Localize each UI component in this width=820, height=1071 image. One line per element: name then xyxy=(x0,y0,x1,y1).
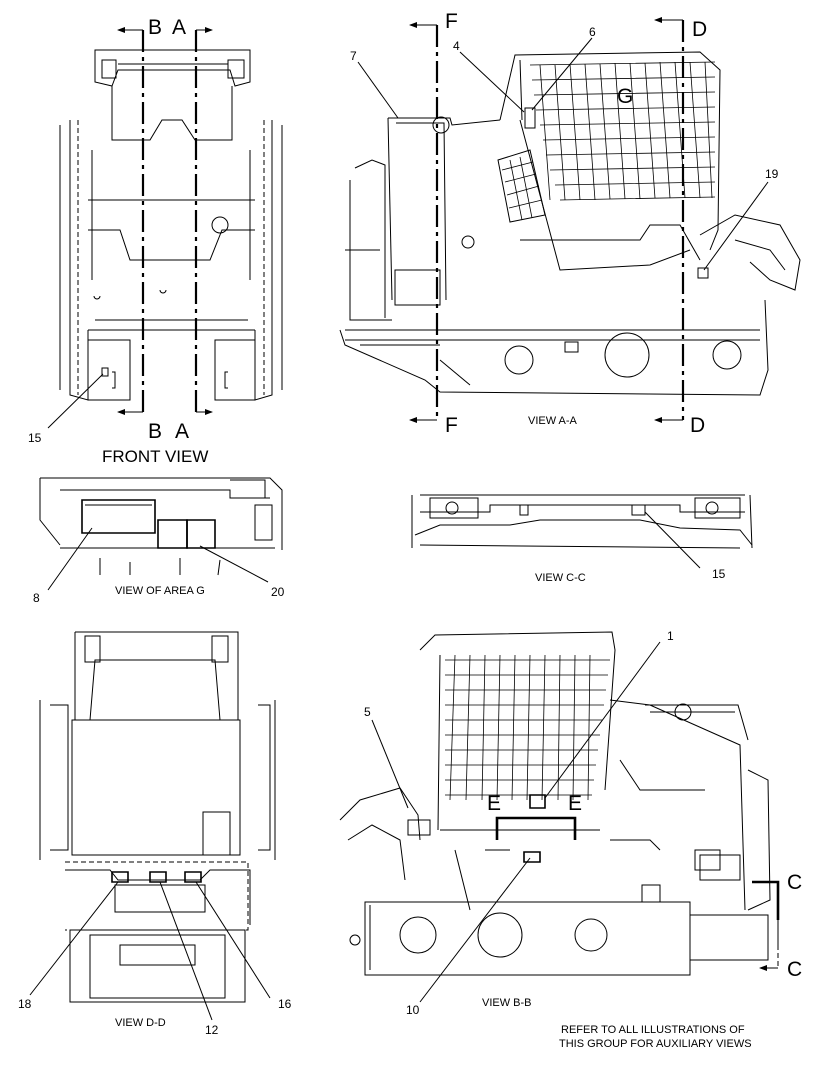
callout-15-c-c: 15 xyxy=(712,567,726,581)
section-marker-e-right: E xyxy=(568,792,582,815)
front-view-drawing xyxy=(47,27,283,429)
view-title-b-b: VIEW B-B xyxy=(482,997,532,1009)
view-title-area-g: VIEW OF AREA G xyxy=(115,585,205,597)
callout-8: 8 xyxy=(33,591,40,605)
view-of-area-g-drawing xyxy=(39,477,283,591)
callout-12: 12 xyxy=(205,1023,219,1037)
section-marker-f-bottom: F xyxy=(445,414,458,437)
callout-15-front: 15 xyxy=(28,431,42,445)
callout-1: 1 xyxy=(667,629,674,643)
callout-7: 7 xyxy=(350,49,357,63)
footer-note-line-1: REFER TO ALL ILLUSTRATIONS OF xyxy=(561,1024,745,1036)
view-b-b-drawing xyxy=(339,631,780,1003)
view-title-front: FRONT VIEW xyxy=(102,447,208,466)
callout-4: 4 xyxy=(453,39,460,53)
callout-16: 16 xyxy=(278,997,292,1011)
view-d-d-drawing xyxy=(29,631,276,1021)
view-a-a-drawing xyxy=(339,17,801,423)
callout-20: 20 xyxy=(271,585,285,599)
callout-5: 5 xyxy=(364,705,371,719)
view-c-c-drawing xyxy=(411,494,753,569)
callout-10: 10 xyxy=(406,1003,420,1017)
callout-6: 6 xyxy=(589,25,596,39)
section-marker-a-bottom: A xyxy=(175,420,189,443)
section-marker-c-top: C xyxy=(787,871,802,894)
section-marker-f-top: F xyxy=(445,10,458,33)
section-marker-d-bottom: D xyxy=(690,414,705,437)
section-marker-a-top: A xyxy=(172,16,186,39)
view-title-c-c: VIEW C-C xyxy=(535,572,586,584)
callout-19: 19 xyxy=(765,167,779,181)
view-title-d-d: VIEW D-D xyxy=(115,1017,166,1029)
section-marker-b-bottom: B xyxy=(148,420,162,443)
footer-note-line-2: THIS GROUP FOR AUXILIARY VIEWS xyxy=(559,1038,752,1050)
section-marker-e-left: E xyxy=(487,792,501,815)
area-marker-g: G xyxy=(617,85,633,108)
section-marker-d-top: D xyxy=(692,18,707,41)
view-title-a-a: VIEW A-A xyxy=(528,415,578,427)
section-marker-b-top: B xyxy=(148,16,162,39)
section-marker-c-bottom: C xyxy=(787,958,802,981)
callout-18: 18 xyxy=(18,997,32,1011)
